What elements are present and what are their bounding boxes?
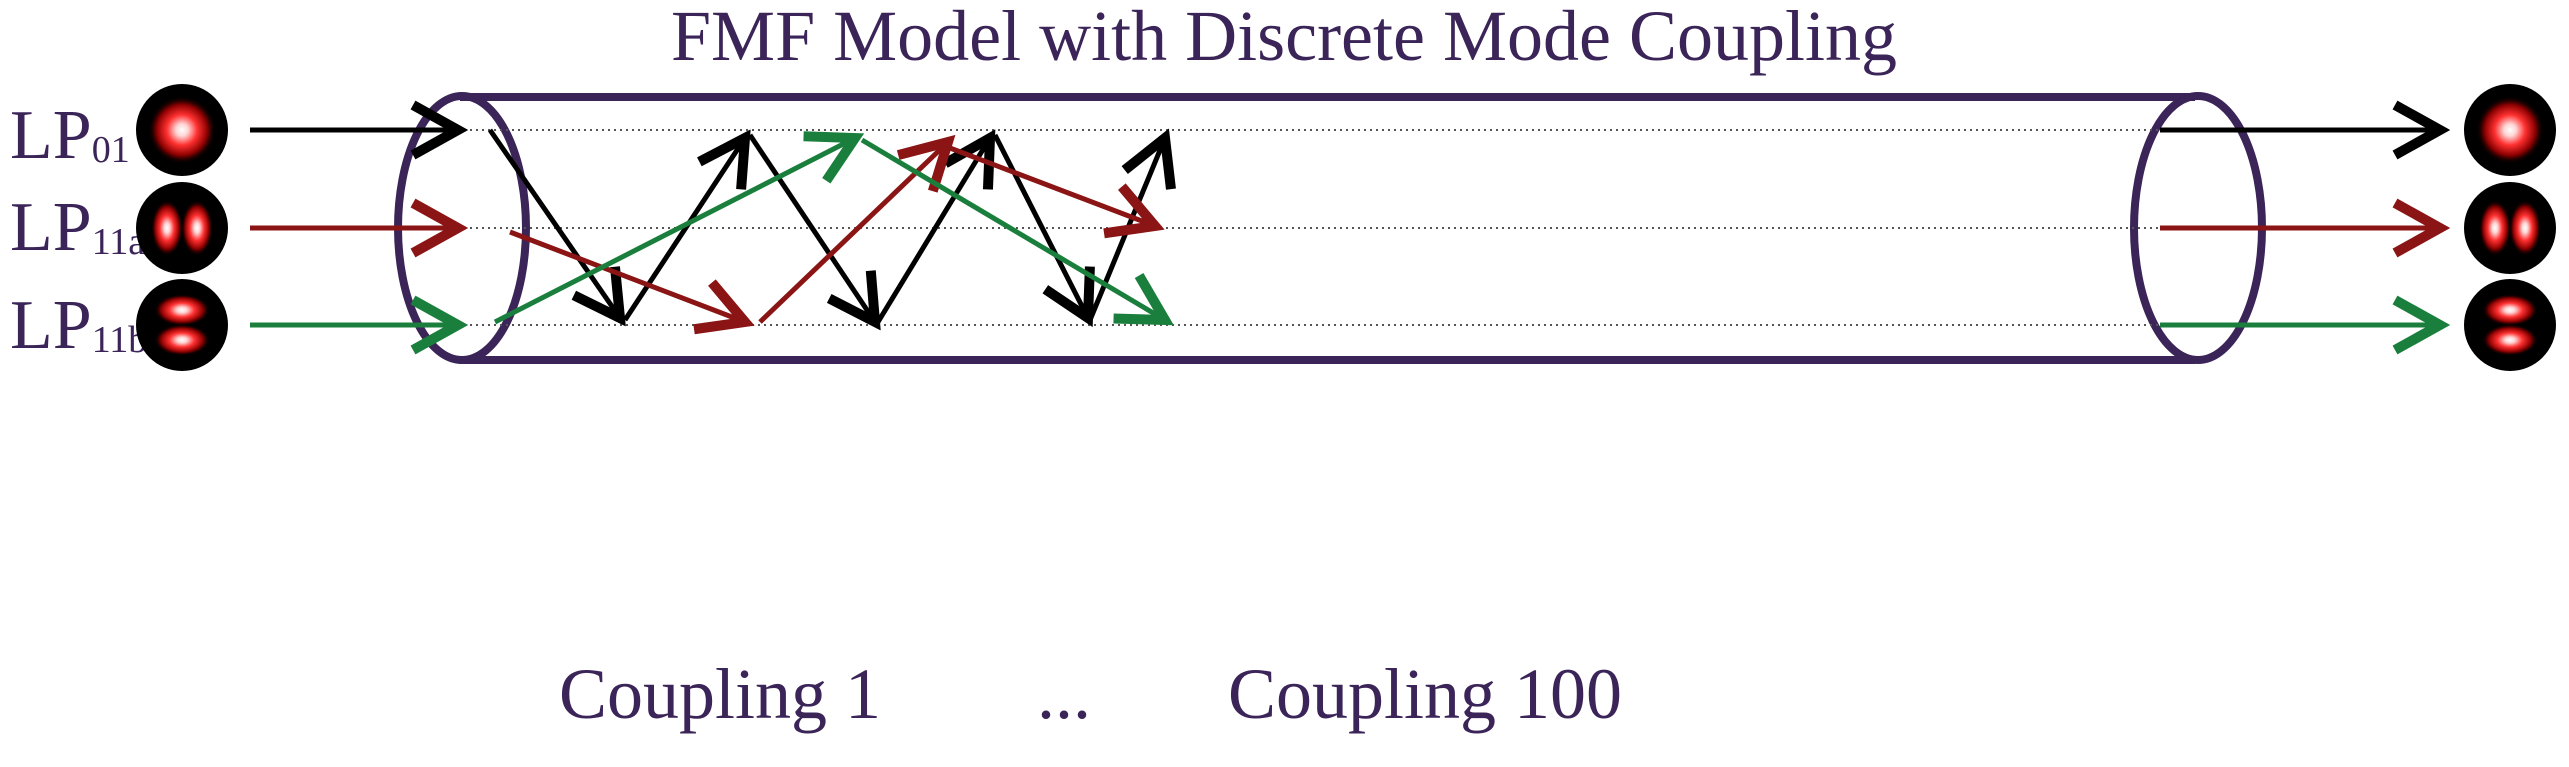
- mode-label-lp01: LP01: [10, 97, 130, 174]
- lp11b-output-mode-icon: [2464, 279, 2556, 371]
- lp11b-input-mode-icon: [136, 279, 228, 371]
- lp11a-input-mode-icon: [136, 182, 228, 274]
- diagram-title: FMF Model with Discrete Mode Coupling: [671, 0, 1897, 76]
- lp11b-coupling-path: [493, 138, 1165, 322]
- lp11a-output-mode-icon: [2464, 182, 2556, 274]
- mode-label-lp11b: LP11b: [10, 287, 147, 364]
- svg-text:LP11b: LP11b: [10, 287, 147, 364]
- lp01-input-mode-icon: [136, 84, 228, 176]
- coupling-label-last: Coupling 100: [1228, 654, 1622, 734]
- lp01-coupling-path: [487, 130, 1165, 322]
- coupling-label-first: Coupling 1: [559, 654, 881, 734]
- lp01-output-mode-icon: [2464, 84, 2556, 176]
- mode-label-lp11a: LP11a: [10, 189, 145, 266]
- mode-guide-lines: [470, 129, 2190, 326]
- coupling-label-ellipsis: ...: [1037, 654, 1091, 734]
- svg-text:LP11a: LP11a: [10, 189, 145, 266]
- svg-text:LP01: LP01: [10, 97, 130, 174]
